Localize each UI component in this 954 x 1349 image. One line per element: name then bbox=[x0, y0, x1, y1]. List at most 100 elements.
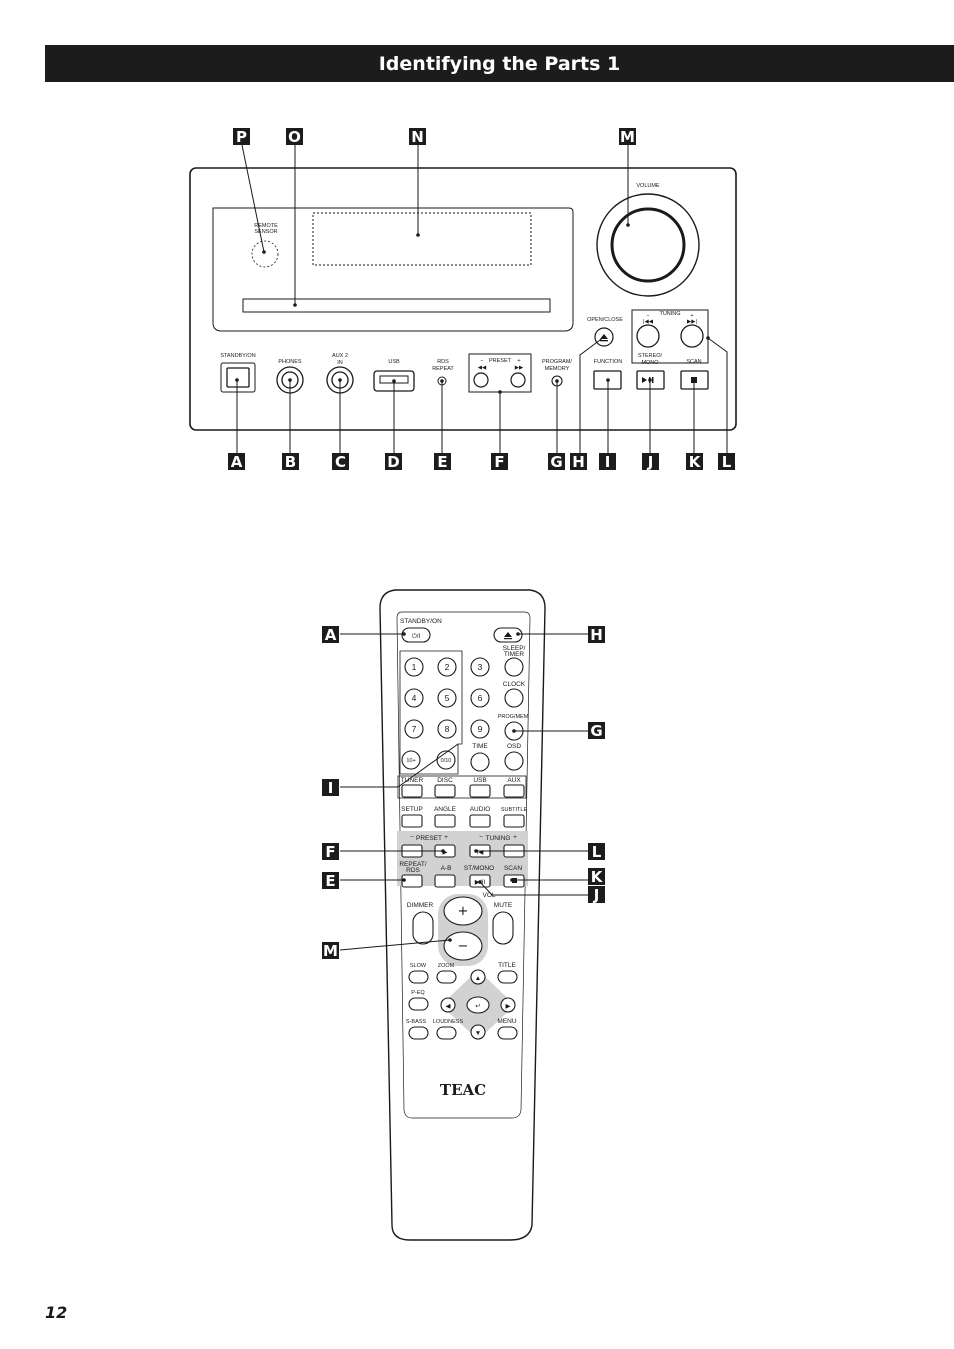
label-program-2: MEMORY bbox=[545, 366, 570, 372]
disc-tray-slot bbox=[242, 298, 551, 313]
time-button[interactable] bbox=[470, 752, 490, 772]
svg-text:G: G bbox=[550, 453, 562, 471]
digit-3: 3 bbox=[478, 662, 483, 672]
vol-up-button[interactable] bbox=[443, 896, 483, 926]
label-standby: STANDBY/ON bbox=[220, 353, 255, 359]
preset-minus-label: − bbox=[410, 834, 414, 841]
angle-button[interactable] bbox=[434, 814, 456, 828]
callout-r-g: G bbox=[588, 722, 605, 740]
svg-text:F: F bbox=[325, 843, 335, 861]
aux-button[interactable] bbox=[503, 784, 525, 798]
label-tuning: TUNING bbox=[659, 311, 680, 317]
digit-10plus: 10+ bbox=[406, 758, 415, 764]
callout-fp-e: E bbox=[434, 453, 451, 471]
remote-buttons bbox=[401, 627, 525, 1040]
callout-fp-o: O bbox=[286, 128, 303, 146]
digit-8-button[interactable] bbox=[437, 719, 457, 739]
svg-text:A: A bbox=[231, 453, 243, 471]
svg-text:J: J bbox=[647, 453, 654, 471]
digit-8: 8 bbox=[445, 724, 450, 734]
setup-button[interactable] bbox=[401, 814, 423, 828]
digit-5-button[interactable] bbox=[437, 688, 457, 708]
volume-knob[interactable] bbox=[610, 207, 686, 283]
label-aux-2: IN bbox=[337, 360, 343, 366]
r-label-repeat-1: REPEAT/ bbox=[399, 861, 427, 868]
dpad-down-button[interactable] bbox=[470, 1024, 486, 1040]
clock-button[interactable] bbox=[504, 688, 524, 708]
tuning-minus-button[interactable] bbox=[636, 324, 660, 348]
remote-labels: STANDBY/ON SLEEP/ TIMER CLOCK PROG/MEM T… bbox=[399, 618, 528, 1099]
digit-9: 9 bbox=[478, 724, 483, 734]
sleep-timer-button[interactable] bbox=[504, 657, 524, 677]
mute-button[interactable] bbox=[492, 911, 514, 945]
front-panel-text: STANDBY/ON PHONES AUX 2 IN USB RDS REPEA… bbox=[220, 183, 701, 372]
slow-button[interactable] bbox=[408, 970, 429, 984]
loudness-button[interactable] bbox=[436, 1026, 457, 1040]
r-label-dimmer: DIMMER bbox=[407, 902, 434, 909]
subtitle-button[interactable] bbox=[503, 814, 525, 828]
audio-button[interactable] bbox=[469, 814, 491, 828]
skip-back-icon: ◀◀ bbox=[478, 365, 487, 371]
preset-minus-button[interactable] bbox=[473, 372, 489, 388]
enter-icon: ↵ bbox=[475, 1003, 480, 1010]
callout-r-a: A bbox=[322, 626, 339, 644]
title-button[interactable] bbox=[497, 970, 518, 984]
digit-4: 4 bbox=[412, 693, 417, 703]
r-label-stmono: ST/MONO bbox=[464, 865, 494, 872]
svg-text:C: C bbox=[335, 453, 346, 471]
digit-3-button[interactable] bbox=[470, 657, 490, 677]
display-window bbox=[212, 207, 574, 332]
digit-10plus-button[interactable] bbox=[401, 750, 421, 770]
svg-text:M: M bbox=[620, 128, 635, 146]
dimmer-button[interactable] bbox=[412, 911, 434, 945]
callout-r-m: M bbox=[322, 942, 339, 960]
r-label-audio: AUDIO bbox=[470, 806, 491, 813]
right-arrow-icon: ▶ bbox=[506, 1003, 512, 1010]
svg-text:B: B bbox=[285, 453, 296, 471]
vol-down-button[interactable] bbox=[443, 931, 483, 961]
dpad-left-button[interactable] bbox=[440, 997, 456, 1013]
digit-1-button[interactable] bbox=[404, 657, 424, 677]
label-rds-2: REPEAT bbox=[432, 366, 454, 372]
tuning-minus-sign: − bbox=[646, 313, 649, 319]
digit-6-button[interactable] bbox=[470, 688, 490, 708]
digit-9-button[interactable] bbox=[470, 719, 490, 739]
r-label-ab: A-B bbox=[441, 865, 452, 872]
callout-fp-l: L bbox=[718, 453, 735, 471]
label-preset: PRESET bbox=[489, 358, 512, 364]
digit-2-button[interactable] bbox=[437, 657, 457, 677]
vol-plus-sign: + bbox=[458, 904, 469, 919]
digit-4-button[interactable] bbox=[404, 688, 424, 708]
label-stereo-1: STEREO/ bbox=[638, 353, 663, 359]
menu-button[interactable] bbox=[497, 1026, 518, 1040]
disc-button[interactable] bbox=[434, 784, 456, 798]
label-open-close: OPEN/CLOSE bbox=[587, 317, 623, 323]
tuner-button[interactable] bbox=[401, 784, 423, 798]
preset-plus-button[interactable] bbox=[510, 372, 526, 388]
standby-button[interactable] bbox=[226, 367, 250, 388]
title-bar: Identifying the Parts 1 bbox=[45, 45, 954, 82]
dpad-up-button[interactable] bbox=[470, 969, 486, 985]
peq-button[interactable] bbox=[408, 997, 429, 1011]
sbass-button[interactable] bbox=[408, 1026, 429, 1040]
usb-source-button[interactable] bbox=[469, 784, 491, 798]
label-remote-1: REMOTE bbox=[254, 223, 278, 229]
callout-r-j: J bbox=[588, 886, 605, 904]
dpad-right-button[interactable] bbox=[500, 997, 516, 1013]
osd-button[interactable] bbox=[504, 751, 524, 771]
dpad-enter-button[interactable] bbox=[466, 996, 490, 1014]
preset-minus-sign: − bbox=[480, 358, 483, 364]
repeat-rds-button[interactable] bbox=[401, 874, 423, 888]
callout-fp-i: I bbox=[599, 453, 616, 471]
open-close-button[interactable] bbox=[594, 327, 614, 347]
tuning-plus-button[interactable] bbox=[680, 324, 704, 348]
r-label-mute: MUTE bbox=[494, 902, 513, 909]
callout-fp-d: D bbox=[385, 453, 402, 471]
zoom-button[interactable] bbox=[436, 970, 457, 984]
tuning-plus-sign: + bbox=[690, 313, 693, 319]
callout-fp-p: P bbox=[233, 128, 250, 146]
ab-button[interactable] bbox=[434, 874, 456, 888]
standby-button-frame bbox=[220, 362, 256, 393]
remote-standby-button[interactable] bbox=[401, 627, 431, 643]
digit-7-button[interactable] bbox=[404, 719, 424, 739]
